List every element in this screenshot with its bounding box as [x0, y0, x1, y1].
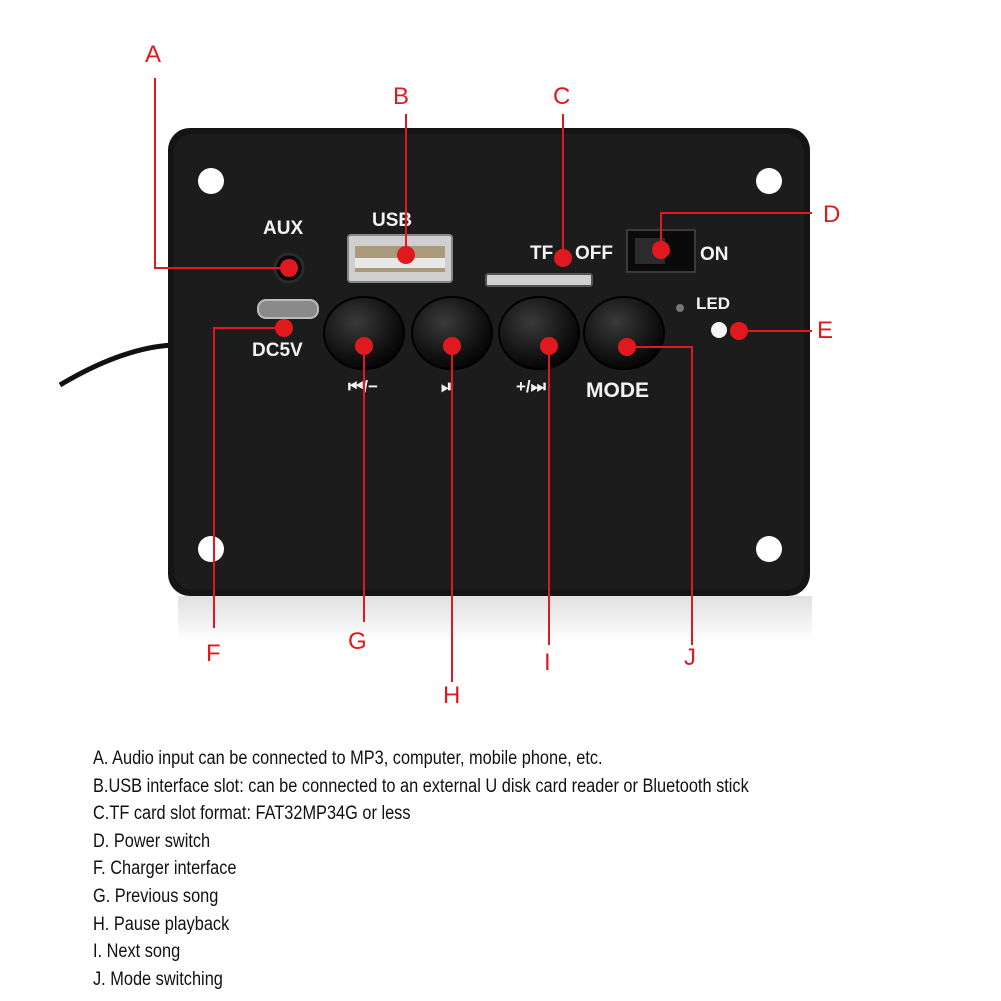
- callout-line-f: [213, 327, 284, 628]
- mounting-hole: [198, 536, 224, 562]
- mode-button-label: MODE: [586, 379, 649, 402]
- callout-dot-a: [280, 259, 298, 277]
- callout-dot-b: [397, 246, 415, 264]
- callout-dot-e: [730, 322, 748, 340]
- description-item: C.TF card slot format: FAT32MP34G or les…: [93, 803, 411, 825]
- mounting-hole: [198, 168, 224, 194]
- mounting-holes: [198, 168, 782, 562]
- usb-port-tongue: [355, 258, 445, 268]
- description-item: H. Pause playback: [93, 913, 230, 935]
- callout-dot-g: [355, 337, 373, 355]
- led-label: LED: [696, 294, 730, 313]
- callout-letter-a: A: [145, 41, 161, 68]
- description-item: F. Charger interface: [93, 858, 237, 880]
- mounting-hole: [756, 168, 782, 194]
- callout-letter-b: B: [393, 83, 409, 110]
- amplifier-panel-diagram: AUX USB TF OFF ON LED DC5V ⏮/− ⏯ +/⏭ MOD…: [58, 41, 840, 709]
- dc5v-label: DC5V: [252, 340, 303, 361]
- callout-letter-c: C: [553, 83, 570, 110]
- callout-dot-d: [652, 241, 670, 259]
- callout-line-j: [627, 346, 693, 645]
- description-item: B.USB interface slot: can be connected t…: [93, 775, 749, 797]
- mode-button[interactable]: [583, 296, 665, 370]
- callout-line-a: [154, 78, 289, 269]
- description-item: I. Next song: [93, 941, 181, 963]
- mounting-hole: [756, 536, 782, 562]
- tf-label: TF: [530, 243, 553, 264]
- callout-dots: [275, 241, 748, 356]
- description-item: G. Previous song: [93, 885, 219, 907]
- callout-letter-h: H: [443, 682, 460, 709]
- control-panel-face: [174, 134, 804, 590]
- callout-letter-f: F: [206, 640, 221, 667]
- callout-lines: [154, 78, 812, 682]
- power-cable: [58, 342, 179, 388]
- callout-dot-f: [275, 319, 293, 337]
- aux-label: AUX: [263, 218, 303, 239]
- callout-line-d: [660, 212, 812, 250]
- callout-letter-j: J: [684, 644, 696, 671]
- description-item: D. Power switch: [93, 830, 211, 852]
- callout-letter-e: E: [817, 317, 833, 344]
- callout-dot-h: [443, 337, 461, 355]
- tf-card-slot[interactable]: [485, 273, 593, 287]
- callout-dot-i: [540, 337, 558, 355]
- description-list: A. Audio input can be connected to MP3, …: [93, 745, 856, 993]
- callout-letter-g: G: [348, 628, 367, 655]
- callout-dot-c: [554, 249, 572, 267]
- off-label: OFF: [575, 243, 613, 264]
- dc5v-port[interactable]: [257, 299, 319, 319]
- callout-dot-j: [618, 338, 636, 356]
- next-button[interactable]: [498, 296, 580, 370]
- description-item: J. Mode switching: [93, 968, 223, 990]
- description-item: A. Audio input can be connected to MP3, …: [93, 748, 603, 769]
- board-reflection: [178, 596, 812, 642]
- callout-letter-d: D: [823, 201, 840, 228]
- on-label: ON: [700, 244, 729, 265]
- led-light: [711, 322, 727, 338]
- callout-letter-i: I: [544, 649, 551, 676]
- usb-label: USB: [372, 210, 412, 231]
- led-indicator: [676, 304, 684, 312]
- next-button-label: +/⏭: [516, 377, 547, 396]
